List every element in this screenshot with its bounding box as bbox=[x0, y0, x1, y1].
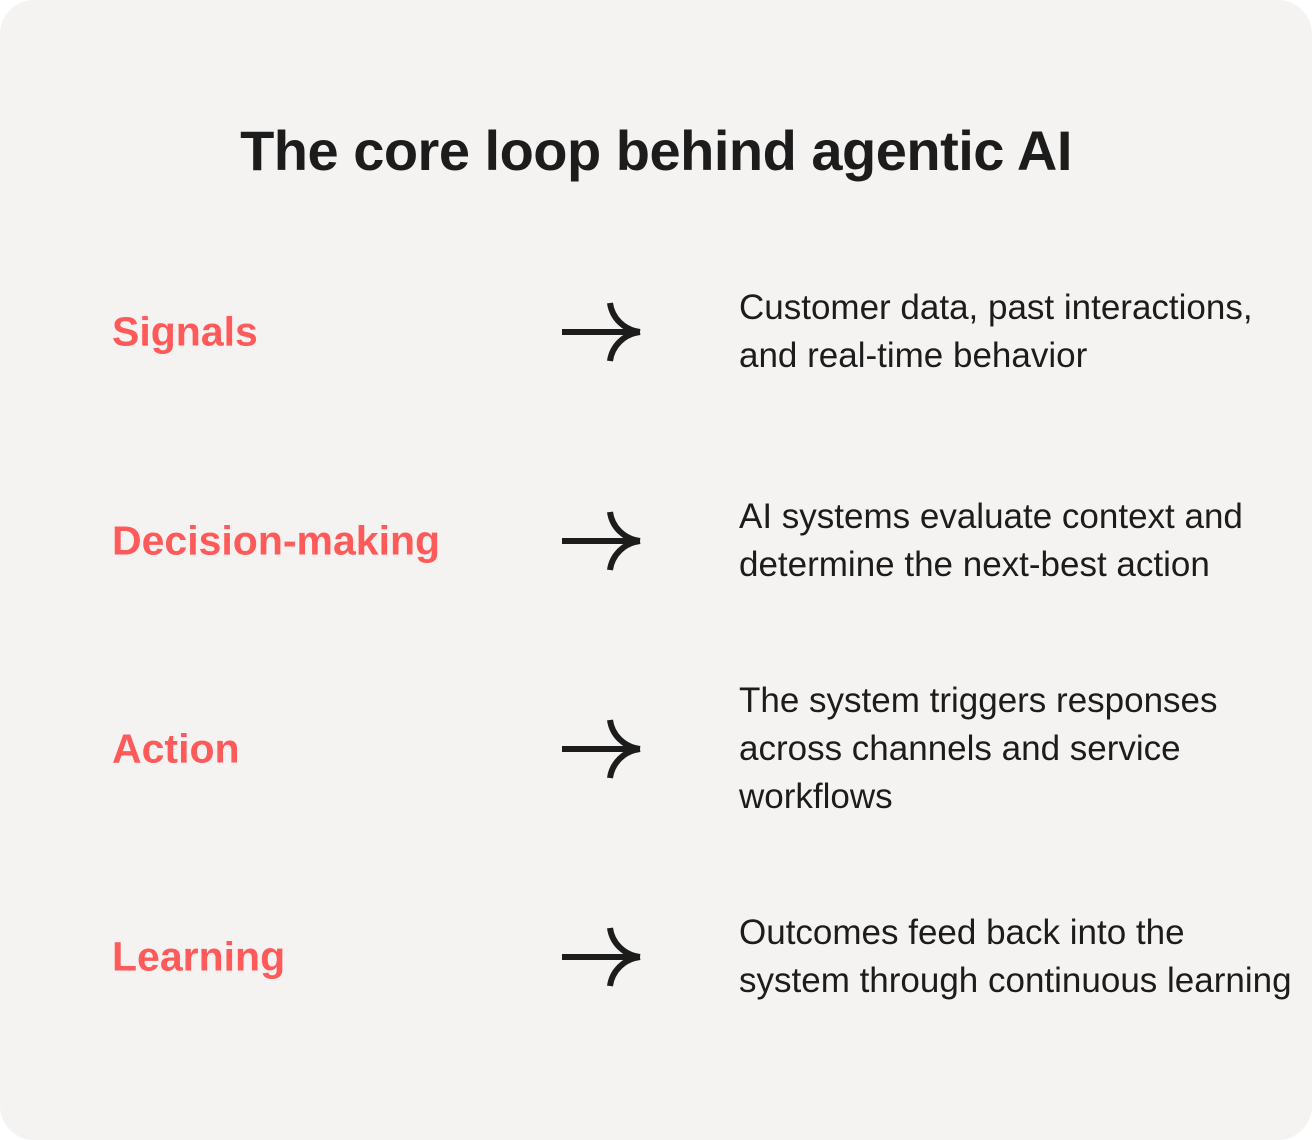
row-label: Learning bbox=[112, 933, 286, 980]
row-label: Decision-making bbox=[112, 517, 441, 564]
page-title: The core loop behind agentic AI bbox=[240, 119, 1072, 182]
loop-row-decision-making: Decision-making AI systems evaluate cont… bbox=[0, 461, 1312, 621]
loop-row-learning: Learning Outcomes feed back into the sys… bbox=[0, 877, 1312, 1037]
row-label: Action bbox=[112, 725, 240, 772]
row-label: Signals bbox=[112, 308, 258, 355]
loop-row-action: Action The system triggers responses acr… bbox=[0, 669, 1312, 829]
loop-row-signals: Signals Customer data, past interactions… bbox=[0, 252, 1312, 412]
arrow-right-icon bbox=[562, 927, 641, 987]
row-description: Outcomes feed back into the system throu… bbox=[739, 913, 1292, 1000]
row-description: AI systems evaluate context and determin… bbox=[739, 497, 1243, 584]
row-description: Customer data, past interactions, and re… bbox=[739, 288, 1253, 375]
row-description: The system triggers responses across cha… bbox=[739, 681, 1218, 816]
arrow-right-icon bbox=[562, 302, 641, 362]
arrow-right-icon bbox=[562, 511, 641, 571]
arrow-right-icon bbox=[562, 719, 641, 779]
